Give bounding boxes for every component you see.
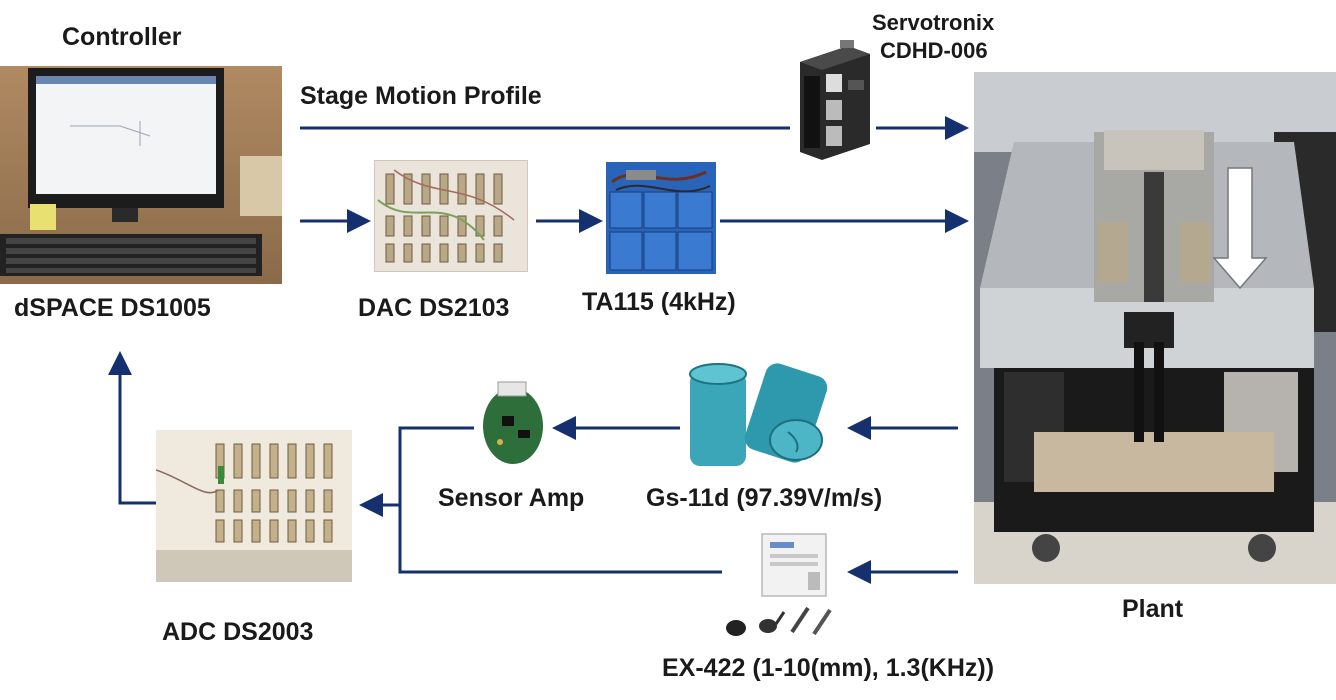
controller-pc-photo <box>0 66 282 284</box>
ta115-label: TA115 (4kHz) <box>582 288 736 316</box>
servo-drive-photo <box>790 40 876 164</box>
sensor-amp-photo <box>480 376 546 468</box>
dac-label: DAC DS2103 <box>358 294 510 322</box>
dac-board-photo <box>374 160 528 272</box>
plant-stage-photo <box>974 72 1336 584</box>
ex422-sensor-photo <box>722 532 846 642</box>
servotronix-label: Servotronix <box>872 10 995 35</box>
stage-motion-label: Stage Motion Profile <box>300 82 542 110</box>
ex422-label: EX-422 (1-10(mm), 1.3(KHz)) <box>662 654 995 682</box>
adc-label: ADC DS2003 <box>162 618 314 646</box>
geophone-photo <box>684 362 830 468</box>
plant-label: Plant <box>1122 595 1184 623</box>
ta115-amplifier-photo <box>606 162 716 274</box>
controller-label: Controller <box>62 23 182 51</box>
sensor-amp-label: Sensor Amp <box>438 484 585 512</box>
dspace-label: dSPACE DS1005 <box>14 294 211 322</box>
cdhd-label: CDHD-006 <box>880 38 988 63</box>
ex422-to-junction-line <box>398 426 750 574</box>
adc-board-photo <box>156 430 352 582</box>
arrow-adc-to-dspace <box>108 351 156 505</box>
geophone-label: Gs-11d (97.39V/m/s) <box>646 484 883 512</box>
